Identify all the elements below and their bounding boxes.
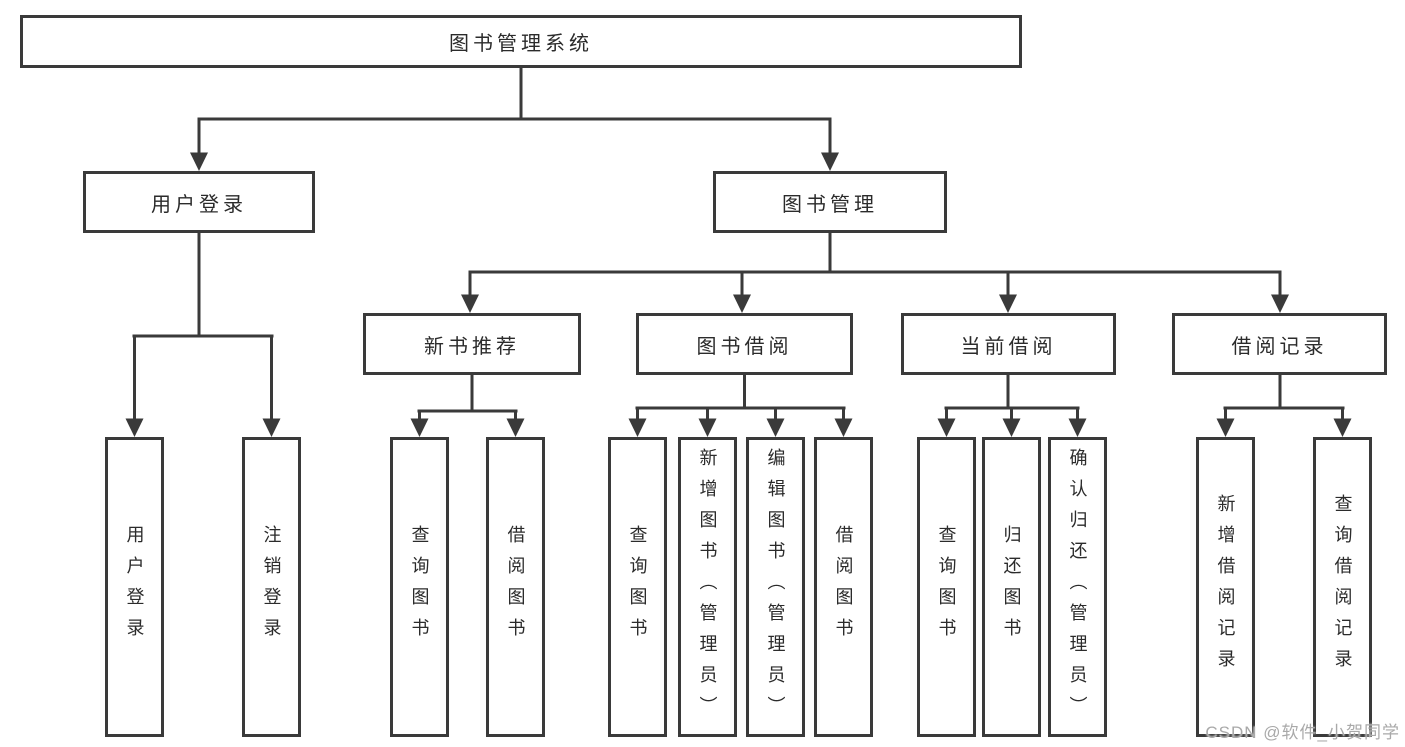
node-label: 当前借阅 <box>960 335 1057 358</box>
node-label: 查询图书 <box>409 525 430 649</box>
node-book-borrowing: 图书借阅 <box>636 313 853 375</box>
leaf-user-login: 用户登录 <box>105 437 164 737</box>
leaf-add-books-admin: 新增图书（管理员） <box>678 437 737 737</box>
node-label: 查询借阅记录 <box>1332 494 1353 680</box>
node-label: 用户登录 <box>151 193 247 216</box>
leaf-query-borrow-record: 查询借阅记录 <box>1313 437 1372 737</box>
node-label: 借阅图书 <box>833 525 854 649</box>
node-current-borrowing: 当前借阅 <box>901 313 1116 375</box>
node-label: 查询图书 <box>627 525 648 649</box>
node-label: 图书管理 <box>782 193 878 216</box>
leaf-query-books-current: 查询图书 <box>917 437 976 737</box>
node-label: 新增借阅记录 <box>1215 494 1236 680</box>
node-label: 编辑图书（管理员） <box>765 447 786 727</box>
leaf-borrow-books-recommend: 借阅图书 <box>486 437 545 737</box>
node-label: 新书推荐 <box>424 335 520 358</box>
leaf-borrow-books: 借阅图书 <box>814 437 873 737</box>
node-label: 用户登录 <box>124 525 145 649</box>
node-label: 图书借阅 <box>696 335 793 358</box>
node-label: 确认归还（管理员） <box>1067 447 1088 727</box>
leaf-return-books: 归还图书 <box>982 437 1041 737</box>
node-new-book-recommend: 新书推荐 <box>363 313 581 375</box>
node-book-management: 图书管理 <box>713 171 947 233</box>
leaf-query-books-recommend: 查询图书 <box>390 437 449 737</box>
leaf-add-borrow-record: 新增借阅记录 <box>1196 437 1255 737</box>
leaf-confirm-return-admin: 确认归还（管理员） <box>1048 437 1107 737</box>
node-label: 归还图书 <box>1001 525 1022 649</box>
node-user-login: 用户登录 <box>83 171 315 233</box>
node-borrowing-records: 借阅记录 <box>1172 313 1387 375</box>
node-label: 借阅记录 <box>1231 335 1328 358</box>
leaf-edit-books-admin: 编辑图书（管理员） <box>746 437 805 737</box>
leaf-logout: 注销登录 <box>242 437 301 737</box>
node-root-library-system: 图书管理系统 <box>20 15 1022 68</box>
node-label: 注销登录 <box>261 525 282 649</box>
node-label: 借阅图书 <box>505 525 526 649</box>
node-label: 图书管理系统 <box>449 33 593 55</box>
csdn-watermark: CSDN @软件_小贺同学 <box>1205 723 1400 742</box>
leaf-query-books-borrow: 查询图书 <box>608 437 667 737</box>
node-label: 查询图书 <box>936 525 957 649</box>
node-label: 新增图书（管理员） <box>697 447 718 727</box>
